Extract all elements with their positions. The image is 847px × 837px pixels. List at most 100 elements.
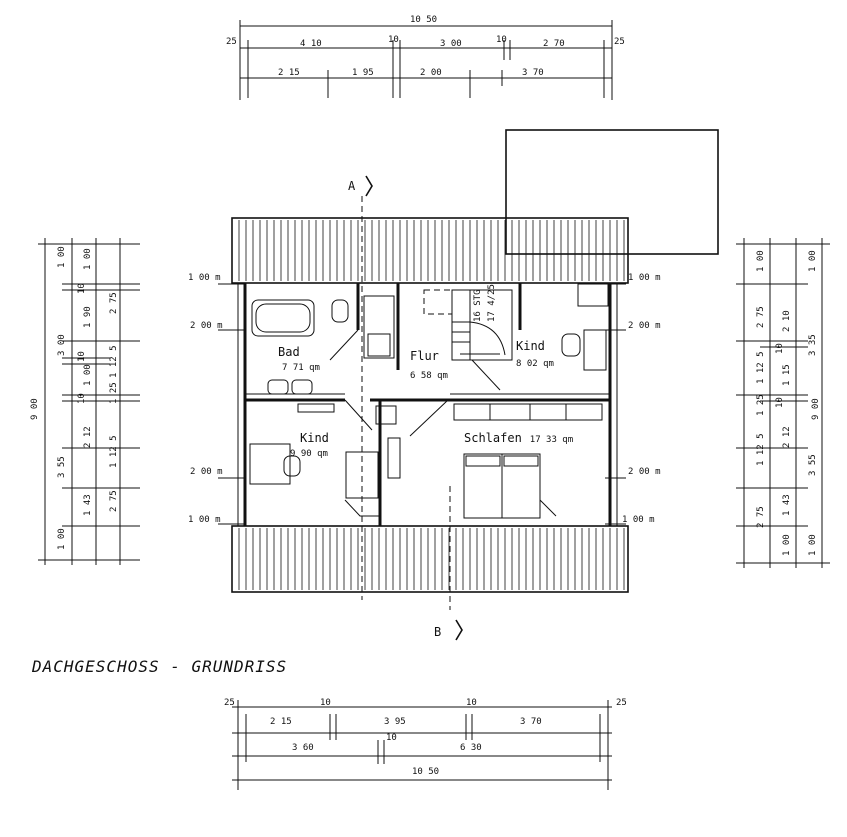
bot-r1-3: 3 95 <box>384 717 406 727</box>
drawing-title: DACHGESCHOSS - GRUNDRISS <box>31 657 287 676</box>
left-c-3: 1 12 5 <box>109 435 119 468</box>
left-a-3: 1 00 <box>57 528 67 550</box>
bot-r1-5: 3 70 <box>520 717 542 727</box>
right-c-0: 1 00 <box>808 250 818 272</box>
right-b-3: 10 <box>775 397 785 408</box>
left-overall: 9 00 <box>30 398 40 420</box>
room-flur-name: Flur <box>410 349 439 363</box>
bot-r1-0: 25 <box>224 698 235 708</box>
bot-r2-1: 10 <box>386 733 397 743</box>
toilet-bad <box>331 299 349 323</box>
left-b-0: 1 00 <box>83 248 93 270</box>
right-b-5: 1 43 <box>782 494 792 516</box>
right-a-4: 1 12 5 <box>756 433 766 466</box>
top-r2-4: 10 <box>496 35 507 45</box>
top-r3-0: 2 15 <box>278 68 300 78</box>
building: 16 STG 17 4/25 A B <box>231 129 719 641</box>
bot-r1-4: 10 <box>466 698 477 708</box>
left-c-1: 1 12 5 <box>109 345 119 378</box>
right-b-1: 10 <box>775 343 785 354</box>
right-a-5: 2 75 <box>756 506 766 528</box>
left-b-2: 1 90 <box>83 306 93 328</box>
left-b-4: 1 00 <box>83 364 93 386</box>
right-b-2: 1 15 <box>782 364 792 386</box>
right-dimension-chain: 1 00 2 75 1 12 5 1 25 1 12 5 2 75 2 10 1… <box>736 238 830 568</box>
bot-r1-2: 10 <box>320 698 331 708</box>
right-b-6: 1 00 <box>782 534 792 556</box>
svg-text:9 00: 9 00 <box>811 398 821 420</box>
section-mark-b: B <box>434 625 441 639</box>
right-label-2: 2 00 m <box>628 467 661 477</box>
left-b-3: 10 <box>77 351 87 362</box>
wardrobe-schlafen <box>453 403 603 421</box>
section-mark-a: A <box>348 179 356 193</box>
left-a-0: 1 00 <box>57 246 67 268</box>
bot-r1-6: 25 <box>616 698 627 708</box>
right-label-3: 1 00 m <box>622 515 655 525</box>
bottom-dimension-chain: 25 2 15 10 3 95 10 3 70 25 3 60 10 6 30 … <box>224 698 627 790</box>
left-b-1: 10 <box>77 283 87 294</box>
stair <box>451 289 513 361</box>
top-r2-0: 25 <box>226 37 237 47</box>
right-label-0: 1 00 m <box>628 273 661 283</box>
right-label-1: 2 00 m <box>628 321 661 331</box>
room-kind-ne-name: Kind <box>516 339 545 353</box>
terrace-outline <box>505 129 719 255</box>
roof-top-hatching <box>238 220 625 281</box>
stair-ratio: 17 4/25 <box>487 284 497 322</box>
bot-r2-0: 3 60 <box>292 743 314 753</box>
left-label-2: 2 00 m <box>190 467 223 477</box>
top-r2-5: 2 70 <box>543 39 565 49</box>
room-bad-name: Bad <box>278 345 300 359</box>
roof-bottom <box>231 525 629 593</box>
right-a-2: 1 12 5 <box>756 351 766 384</box>
stair-hatch-outline <box>423 289 453 315</box>
top-r2-6: 25 <box>614 37 625 47</box>
door-bad <box>329 329 359 361</box>
top-r3-3: 3 70 <box>522 68 544 78</box>
shower <box>363 295 395 359</box>
right-c-1: 3 35 <box>808 334 818 356</box>
left-label-0: 1 00 m <box>188 273 221 283</box>
right-a-3: 1 25 <box>756 394 766 416</box>
section-arrow-a <box>365 175 373 197</box>
right-b-4: 2 12 <box>782 426 792 448</box>
top-r2-3: 3 00 <box>440 39 462 49</box>
right-a-0: 1 00 <box>756 250 766 272</box>
left-a-2: 3 55 <box>57 456 67 478</box>
section-arrow-b <box>455 619 463 641</box>
left-b-6: 2 12 <box>83 426 93 448</box>
room-flur-area: 6 58 qm <box>410 371 448 381</box>
room-kind-ne-area: 8 02 qm <box>516 359 554 369</box>
door-kind-ne <box>471 359 501 391</box>
svg-text:9 00: 9 00 <box>30 398 40 420</box>
room-labels: Bad 7 71 qm Flur 6 58 qm Kind 8 02 qm Ki… <box>278 339 573 459</box>
top-dimension-chain: 10 50 25 4 10 10 3 00 10 2 70 25 2 15 1 … <box>226 15 625 100</box>
stair-steps: 16 STG <box>473 289 483 322</box>
sink-right <box>291 379 313 395</box>
left-dimension-chain: 9 00 1 00 3 00 3 55 1 00 1 00 10 1 90 10… <box>30 238 140 565</box>
bathtub <box>251 299 315 337</box>
toilet-kind-sw <box>283 455 301 477</box>
bot-r2-2: 6 30 <box>460 743 482 753</box>
right-a-1: 2 75 <box>756 306 766 328</box>
left-b-5: 10 <box>77 393 87 404</box>
bot-r1-1: 2 15 <box>270 717 292 727</box>
top-r3-2: 2 00 <box>420 68 442 78</box>
toilet-kind-ne <box>561 333 581 357</box>
left-c-2: 1 25 <box>109 382 119 404</box>
top-r2-1: 4 10 <box>300 39 322 49</box>
room-kind-sw-area: 9 90 qm <box>290 449 328 459</box>
room-kind-sw-name: Kind <box>300 431 329 445</box>
right-b-0: 2 10 <box>782 310 792 332</box>
top-r3-1: 1 95 <box>352 68 374 78</box>
roof-top <box>231 217 629 284</box>
side-labels: 1 00 m 2 00 m 2 00 m 1 00 m 1 00 m 2 00 … <box>188 273 661 525</box>
left-a-1: 3 00 <box>57 334 67 356</box>
door-schlafen <box>409 399 449 437</box>
left-label-3: 1 00 m <box>188 515 221 525</box>
door-kind-sw <box>344 399 373 431</box>
left-label-1: 2 00 m <box>190 321 223 331</box>
